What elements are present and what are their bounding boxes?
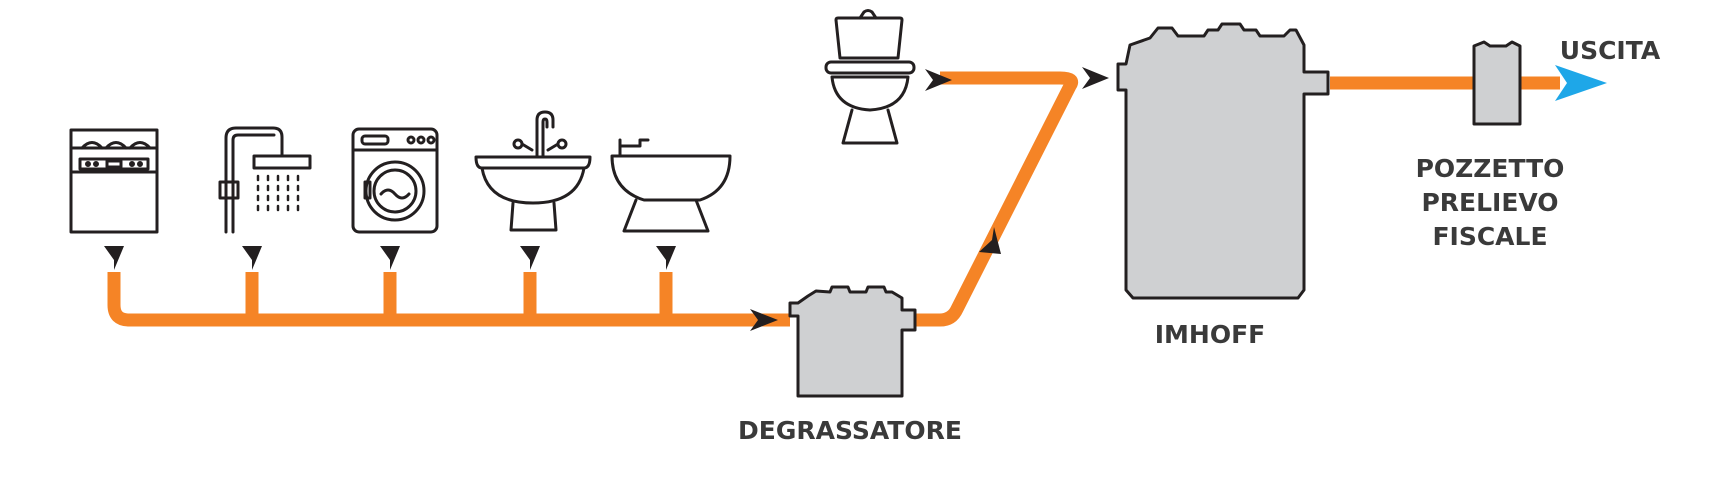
bidet-icon	[610, 138, 732, 233]
arrow-down-dishwasher	[104, 246, 124, 270]
arrow-down-bidet	[656, 246, 676, 270]
pozzetto-label-line-3: FISCALE	[1432, 222, 1548, 251]
pozzetto-tank	[1472, 40, 1522, 126]
pozzetto-label: POZZETTO PRELIEVO FISCALE	[1360, 152, 1620, 254]
shower-icon	[218, 126, 312, 234]
uscita-label: USCITA	[1559, 36, 1661, 65]
arrow-into-imhoff	[1082, 67, 1109, 89]
arrow-up-riser	[979, 227, 1001, 254]
arrow-into-degrassatore	[750, 309, 778, 331]
degrassatore-label: DEGRASSATORE	[738, 416, 962, 445]
toilet-icon	[824, 9, 916, 145]
pozzetto-label-line-2: PRELIEVO	[1421, 188, 1559, 217]
degrassatore-tank	[788, 285, 917, 398]
flow-arrows	[104, 67, 1109, 331]
dishwasher-icon	[69, 128, 159, 234]
collector-pipe	[107, 272, 790, 327]
pipes	[107, 71, 1560, 327]
outlet-arrow	[1555, 65, 1607, 101]
arrow-down-sink	[520, 246, 540, 270]
arrow-from-toilet	[925, 69, 952, 91]
imhoff-label: IMHOFF	[1154, 320, 1266, 349]
degrassatore-to-imhoff-pipe	[905, 71, 1079, 327]
pozzetto-label-line-1: POZZETTO	[1415, 154, 1565, 183]
washing-machine-icon	[351, 127, 439, 234]
imhoff-tank	[1116, 22, 1330, 300]
arrow-down-washer	[380, 246, 400, 270]
arrow-down-shower	[242, 246, 262, 270]
sink-icon	[474, 110, 592, 232]
